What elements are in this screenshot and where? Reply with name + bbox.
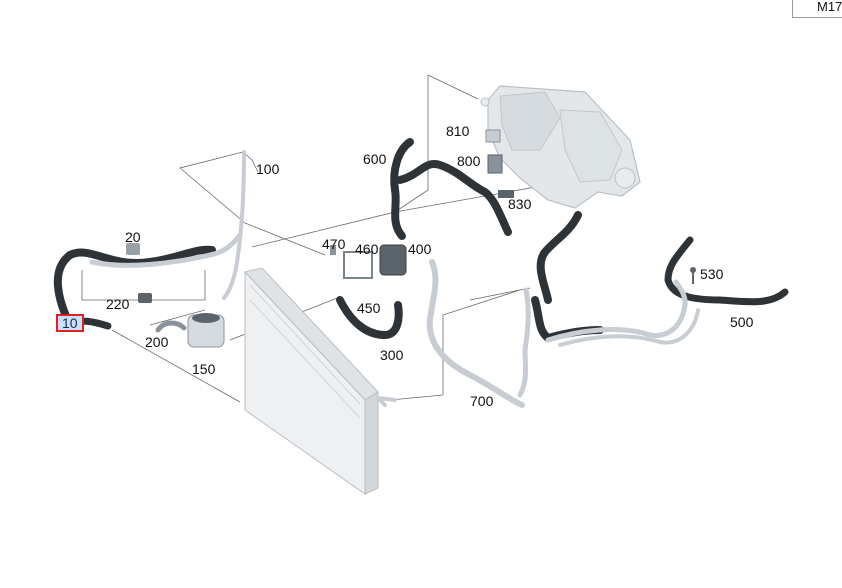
reference-code: M17 xyxy=(817,0,842,14)
callout-220[interactable]: 220 xyxy=(106,296,129,312)
components xyxy=(126,129,696,348)
callout-400[interactable]: 400 xyxy=(408,241,431,257)
engine-housing xyxy=(480,85,641,209)
callout-label: 830 xyxy=(508,196,532,212)
radiator[interactable] xyxy=(244,267,379,495)
pipes xyxy=(89,150,700,408)
reference-code-box: M17 xyxy=(792,0,842,18)
hoses xyxy=(53,138,789,342)
callout-label: 200 xyxy=(145,334,169,350)
callout-100[interactable]: 100 xyxy=(256,161,279,177)
callout-label: 530 xyxy=(700,266,724,282)
callout-label: 20 xyxy=(125,229,141,245)
callout-label: 220 xyxy=(106,296,130,312)
callout-label: 810 xyxy=(446,123,470,139)
callout-20[interactable]: 20 xyxy=(125,229,141,245)
callout-label: 600 xyxy=(363,151,387,167)
callout-label: 470 xyxy=(322,236,346,252)
callout-10[interactable]: 10 xyxy=(56,314,84,332)
callout-530[interactable]: 530 xyxy=(700,266,723,282)
callout-200[interactable]: 200 xyxy=(145,334,168,350)
leader-lines xyxy=(81,74,576,403)
callout-830[interactable]: 830 xyxy=(508,196,531,212)
callout-150[interactable]: 150 xyxy=(192,361,215,377)
callout-300[interactable]: 300 xyxy=(380,347,403,363)
callout-450[interactable]: 450 xyxy=(357,300,380,316)
callout-500[interactable]: 500 xyxy=(730,314,753,330)
callout-label: 450 xyxy=(357,300,381,316)
callout-label: 500 xyxy=(730,314,754,330)
callout-label: 400 xyxy=(408,241,432,257)
callout-label: 100 xyxy=(256,161,280,177)
callout-600[interactable]: 600 xyxy=(363,151,386,167)
callout-800[interactable]: 800 xyxy=(457,153,480,169)
callout-label: 460 xyxy=(355,241,379,257)
callout-470[interactable]: 470 xyxy=(322,236,345,252)
callout-460[interactable]: 460 xyxy=(355,241,378,257)
callout-label: 10 xyxy=(62,315,78,331)
callout-810[interactable]: 810 xyxy=(446,123,469,139)
callout-label: 300 xyxy=(380,347,404,363)
callout-700[interactable]: 700 xyxy=(470,393,493,409)
callout-label: 800 xyxy=(457,153,481,169)
callout-label: 700 xyxy=(470,393,494,409)
callout-label: 150 xyxy=(192,361,216,377)
